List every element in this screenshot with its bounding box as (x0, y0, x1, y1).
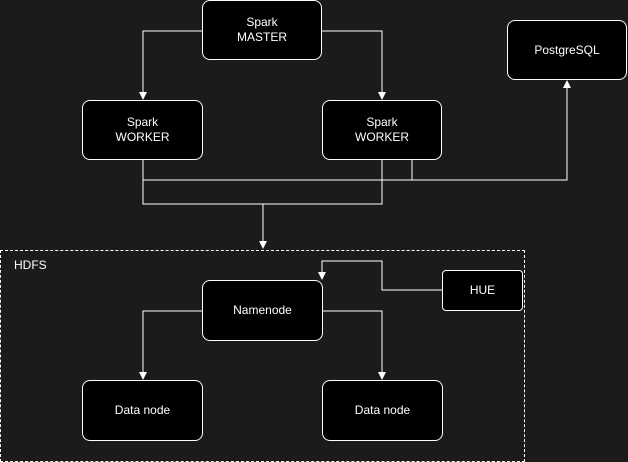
spark-master-line1: Spark (246, 15, 278, 29)
hue-node[interactable]: HUE (442, 270, 523, 311)
data-node-right[interactable]: Data node (322, 380, 443, 441)
spark-worker-right-line2: WORKER (355, 130, 409, 144)
spark-master-line2: MASTER (236, 30, 287, 44)
namenode-node[interactable]: Namenode (202, 280, 323, 341)
spark-worker-left-line2: WORKER (115, 130, 170, 144)
hdfs-group-label: HDFS (14, 258, 47, 272)
spark-worker-left-line1: Spark (126, 115, 159, 129)
edge-namenode-to-datanode-left (139, 310, 202, 380)
spark-worker-left-node[interactable]: Spark WORKER (82, 100, 203, 160)
edge-master-to-worker-right (322, 30, 386, 100)
namenode-label: Namenode (233, 303, 292, 317)
spark-worker-right-line1: Spark (366, 115, 398, 129)
spark-worker-right-node[interactable]: Spark WORKER (322, 100, 442, 160)
edge-master-to-worker-left (139, 30, 202, 100)
edge-namenode-to-datanode-right (322, 310, 386, 380)
edge-worker-left-to-postgresql (142, 80, 571, 181)
postgresql-label: PostgreSQL (534, 42, 600, 57)
spark-master-node[interactable]: Spark MASTER (202, 0, 322, 60)
data-node-left-label: Data node (114, 403, 171, 417)
edge-hue-to-namenode (318, 260, 442, 291)
hue-label: HUE (469, 283, 496, 297)
data-node-left[interactable]: Data node (82, 380, 203, 441)
data-node-right-label: Data node (354, 403, 411, 417)
postgresql-node[interactable]: PostgreSQL (507, 20, 627, 80)
edge-workers-to-hdfs (142, 160, 383, 205)
